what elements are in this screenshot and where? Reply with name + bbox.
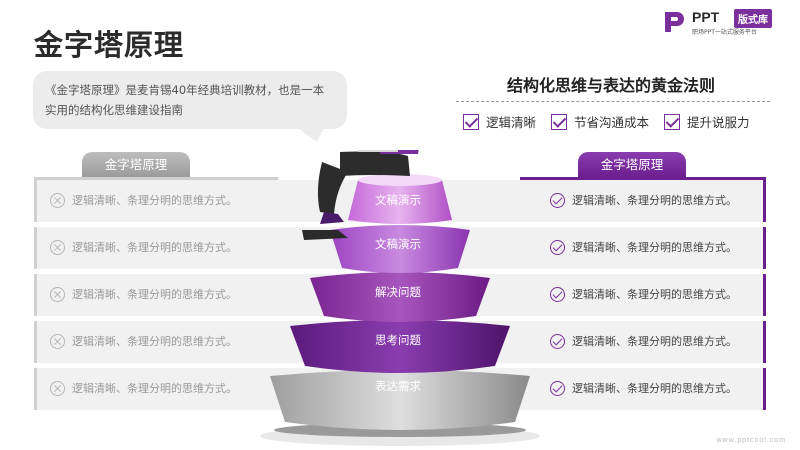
right-cell: 逻辑清晰、条理分明的思维方式。 — [550, 333, 737, 349]
intro-bubble: 《金字塔原理》是麦肯锡40年经典培训教材，也是一本实用的结构化思维建设指南 — [33, 71, 347, 129]
left-cell-text: 逻辑清晰、条理分明的思维方式。 — [72, 335, 237, 348]
logo: PPT 版式库 职场PPT一站式服务平台 — [662, 8, 782, 38]
row-left-edge — [34, 227, 37, 269]
checkbox-icon — [551, 113, 568, 130]
cross-circle-icon — [50, 333, 65, 349]
right-cell-text: 逻辑清晰、条理分明的思维方式。 — [572, 288, 737, 301]
pyramid-illustration — [260, 150, 540, 446]
check-circle-icon — [550, 239, 565, 255]
left-cell: 逻辑清晰、条理分明的思维方式。 — [50, 333, 237, 349]
pyramid-layer-label: 解决问题 — [375, 285, 421, 299]
row-right-edge — [763, 368, 766, 410]
pyramid-layer-label: 文稿演示 — [375, 237, 421, 251]
left-cell-text: 逻辑清晰、条理分明的思维方式。 — [72, 382, 237, 395]
right-cell: 逻辑清晰、条理分明的思维方式。 — [550, 239, 737, 255]
divider — [456, 101, 770, 102]
left-cell-text: 逻辑清晰、条理分明的思维方式。 — [72, 288, 237, 301]
row-right-edge — [763, 321, 766, 363]
right-cell-text: 逻辑清晰、条理分明的思维方式。 — [572, 194, 737, 207]
left-cell: 逻辑清晰、条理分明的思维方式。 — [50, 239, 237, 255]
left-cell: 逻辑清晰、条理分明的思维方式。 — [50, 286, 237, 302]
row-left-edge — [34, 368, 37, 410]
right-cell: 逻辑清晰、条理分明的思维方式。 — [550, 380, 737, 396]
logo-brand: PPT — [692, 9, 720, 25]
right-column-header: 金字塔原理 — [578, 152, 686, 178]
checklist: 逻辑清晰 节省沟通成本 提升说服力 — [463, 112, 750, 131]
right-cell: 逻辑清晰、条理分明的思维方式。 — [550, 192, 737, 208]
check-label: 节省沟通成本 — [574, 115, 650, 130]
left-cell: 逻辑清晰、条理分明的思维方式。 — [50, 192, 237, 208]
check-circle-icon — [550, 192, 565, 208]
pyramid-layer-label: 表达需求 — [375, 379, 421, 393]
footer-url: www.pptcool.com — [716, 437, 786, 444]
right-header-underline — [520, 177, 766, 180]
person-figure — [302, 150, 419, 240]
checkbox-icon — [664, 113, 681, 130]
check-item: 提升说服力 — [664, 112, 750, 131]
row-left-edge — [34, 180, 37, 222]
checkbox-icon — [463, 113, 479, 130]
left-cell-text: 逻辑清晰、条理分明的思维方式。 — [72, 194, 237, 207]
logo-badge: 版式库 — [734, 9, 772, 28]
left-cell: 逻辑清晰、条理分明的思维方式。 — [50, 380, 237, 396]
left-cell-text: 逻辑清晰、条理分明的思维方式。 — [72, 241, 237, 254]
row-right-edge — [763, 274, 766, 316]
check-label: 提升说服力 — [687, 115, 750, 130]
check-item: 节省沟通成本 — [551, 112, 649, 131]
left-header-underline — [34, 177, 278, 180]
check-circle-icon — [550, 333, 565, 349]
right-cell-text: 逻辑清晰、条理分明的思维方式。 — [572, 335, 737, 348]
row-left-edge — [34, 274, 37, 316]
check-label: 逻辑清晰 — [486, 115, 537, 130]
golden-rule-title: 结构化思维与表达的黄金法则 — [506, 76, 715, 95]
cross-circle-icon — [50, 192, 65, 208]
page-title: 金字塔原理 — [34, 28, 185, 62]
row-left-edge — [34, 321, 37, 363]
logo-tagline: 职场PPT一站式服务平台 — [692, 29, 757, 36]
pyramid-layer-label: 思考问题 — [375, 333, 421, 347]
pyramid-layer-label: 文稿演示 — [375, 193, 421, 207]
cross-circle-icon — [50, 239, 65, 255]
left-column-header: 金字塔原理 — [82, 152, 190, 178]
row-right-edge — [763, 227, 766, 269]
row-right-edge — [763, 180, 766, 222]
logo-mark-icon — [665, 12, 684, 32]
right-cell-text: 逻辑清晰、条理分明的思维方式。 — [572, 241, 737, 254]
right-cell: 逻辑清晰、条理分明的思维方式。 — [550, 286, 737, 302]
check-circle-icon — [550, 380, 565, 396]
cross-circle-icon — [50, 286, 65, 302]
check-circle-icon — [550, 286, 565, 302]
cross-circle-icon — [50, 380, 65, 396]
right-cell-text: 逻辑清晰、条理分明的思维方式。 — [572, 382, 737, 395]
check-item: 逻辑清晰 — [463, 112, 536, 131]
